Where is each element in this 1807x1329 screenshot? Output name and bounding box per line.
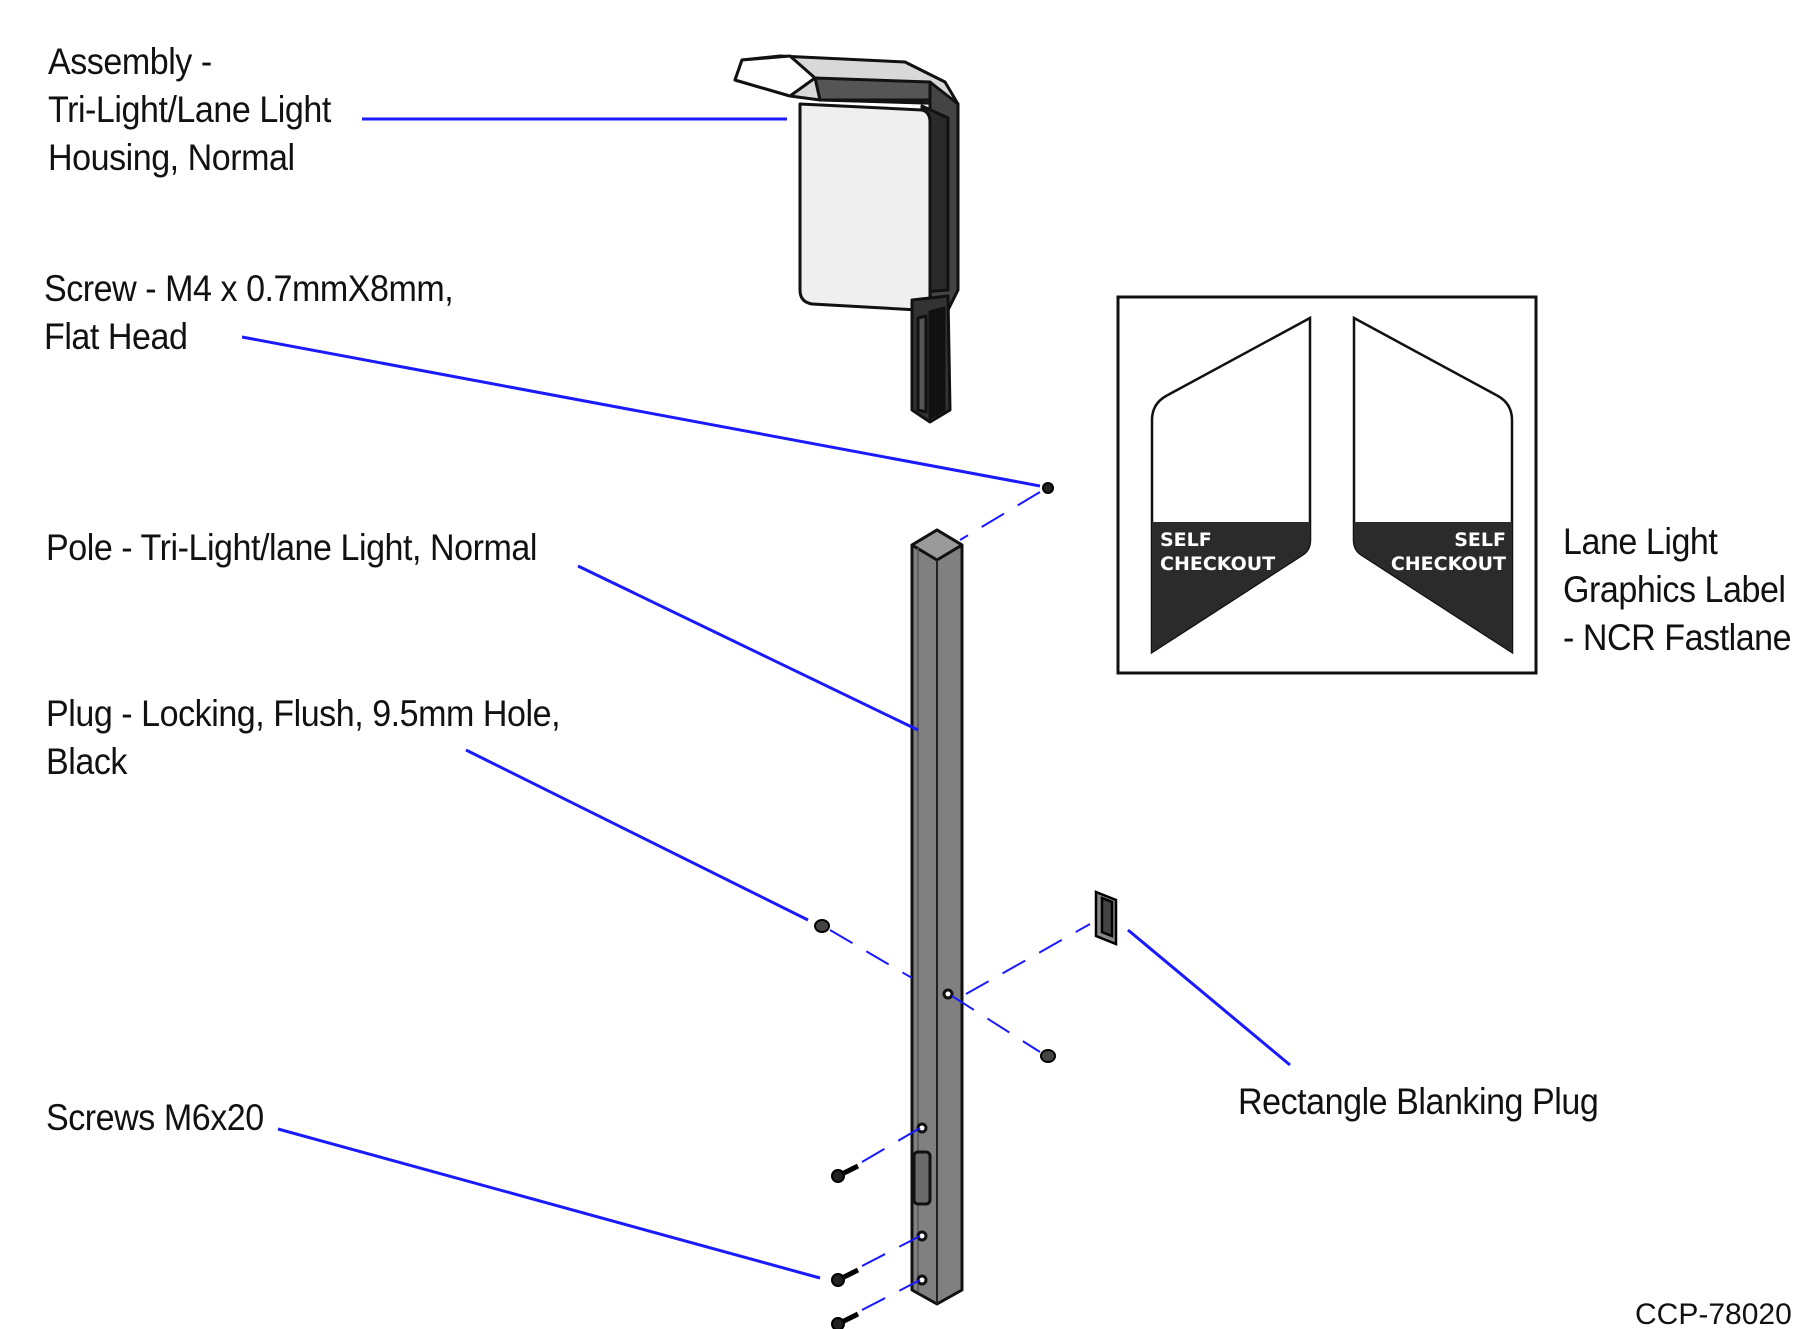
- callout-flat-head-screw: Screw - M4 x 0.7mmX8mm, Flat Head: [44, 268, 454, 357]
- assembly-paths: [829, 491, 1091, 1311]
- figure-id: CCP-78020: [1635, 1298, 1792, 1329]
- label-left-line2: CHECKOUT: [1160, 553, 1275, 575]
- label-right-line2: CHECKOUT: [1391, 553, 1506, 575]
- leader-blanking: [1127, 928, 1291, 1067]
- label-left-line1: SELF: [1160, 529, 1212, 551]
- blanking-plug: [1094, 890, 1118, 946]
- callout-screws-m6: Screws M6x20: [46, 1097, 264, 1138]
- m6-screws: [831, 1163, 860, 1329]
- flat-head-screw: [1042, 482, 1054, 494]
- housing-assembly: [733, 54, 960, 424]
- leader-pole: [577, 564, 919, 732]
- leader-screws-m6: [277, 1127, 821, 1280]
- graphics-label-panel: SELF CHECKOUT SELF CHECKOUT: [1116, 295, 1538, 675]
- callout-blanking-plug: Rectangle Blanking Plug: [1238, 1081, 1599, 1122]
- callout-assembly: Assembly - Tri-Light/Lane Light Housing,…: [48, 41, 331, 178]
- callout-pole: Pole - Tri-Light/lane Light, Normal: [46, 527, 537, 568]
- locking-plug-left: [814, 919, 830, 933]
- locking-plug-right: [1040, 1049, 1056, 1063]
- callout-graphics-label: Lane Light Graphics Label - NCR Fastlane: [1563, 521, 1792, 658]
- leader-plug: [465, 748, 809, 922]
- leader-screw: [241, 335, 1041, 488]
- callout-locking-plug: Plug - Locking, Flush, 9.5mm Hole, Black: [46, 693, 561, 782]
- leader-lines: [241, 117, 1291, 1280]
- pole: [910, 528, 964, 1306]
- label-right-line1: SELF: [1454, 529, 1506, 551]
